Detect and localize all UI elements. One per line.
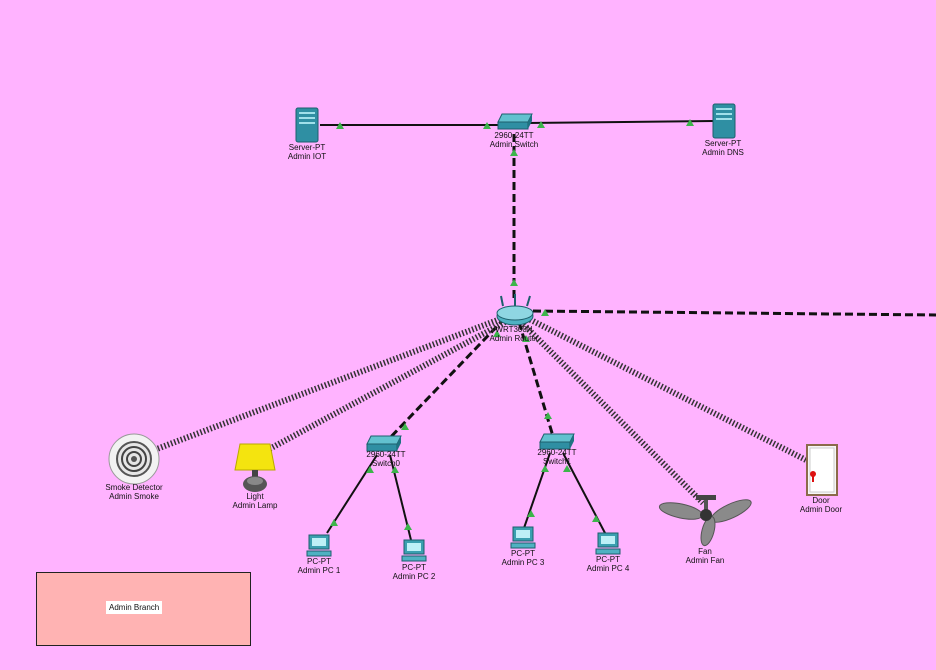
ceiling-fan-icon[interactable]: [658, 495, 754, 547]
device-model: WRT300N: [495, 325, 533, 334]
device-model: 2960-24TT: [366, 450, 406, 459]
device-name: Switch1: [542, 457, 572, 466]
device-name: Admin PC 2: [392, 572, 436, 581]
pc2-label: PC-PT Admin PC 2: [393, 563, 436, 581]
device-name: Admin Smoke: [109, 492, 159, 501]
device-model: Door: [812, 496, 830, 505]
device-model: PC-PT: [307, 557, 331, 566]
device-name: Admin Switch: [489, 140, 539, 149]
switch-icon[interactable]: [366, 435, 402, 452]
pc3-label: PC-PT Admin PC 3: [502, 549, 545, 567]
smoke-detector-icon[interactable]: [108, 433, 160, 485]
wireless-router-smoke: [152, 315, 505, 453]
device-name: Admin Lamp: [232, 501, 278, 510]
device-model: Server-PT: [704, 139, 742, 148]
admin-switch-label: 2960-24TT Admin Switch: [490, 131, 538, 149]
lamp-label: Light Admin Lamp: [233, 492, 278, 510]
pc4-label: PC-PT Admin PC 4: [587, 555, 630, 573]
device-model: Fan: [698, 547, 712, 556]
device-name: Admin IOT: [287, 152, 327, 161]
lamp-icon[interactable]: [234, 443, 276, 492]
wireless-router-lamp: [260, 319, 507, 456]
server-icon[interactable]: [295, 107, 319, 143]
device-model: PC-PT: [402, 563, 426, 572]
device-name: Admin PC 1: [297, 566, 341, 575]
link-adminswitch-dns[interactable]: [526, 120, 714, 124]
note-label[interactable]: Admin Branch: [106, 601, 163, 614]
door-icon[interactable]: [806, 444, 838, 496]
switch-icon[interactable]: [497, 113, 533, 130]
door-label: Door Admin Door: [800, 496, 842, 514]
link-router-remote[interactable]: [532, 309, 936, 317]
pc-icon[interactable]: [510, 526, 536, 549]
device-model: 2960-24TT: [494, 131, 534, 140]
server-icon[interactable]: [712, 103, 736, 139]
device-name: Admin Fan: [685, 556, 725, 565]
smoke-label: Smoke Detector Admin Smoke: [105, 483, 162, 501]
device-name: Admin PC 3: [501, 558, 545, 567]
server-dns-label: Server-PT Admin DNS: [702, 139, 744, 157]
switch-icon[interactable]: [539, 433, 575, 450]
server-iot-label: Server-PT Admin IOT: [288, 143, 326, 161]
device-model: PC-PT: [511, 549, 535, 558]
fan-label: Fan Admin Fan: [686, 547, 725, 565]
pc-icon[interactable]: [595, 532, 621, 555]
device-model: Smoke Detector: [105, 483, 163, 492]
switch0-label: 2960-24TT Switch0: [366, 450, 405, 468]
device-name: Admin PC 4: [586, 564, 630, 573]
pc-icon[interactable]: [401, 539, 427, 562]
admin-router-label: WRT300N Admin Router: [490, 325, 539, 343]
device-name: Switch0: [371, 459, 401, 468]
device-name: Admin DNS: [702, 148, 744, 157]
switch1-label: 2960-24TT Switch1: [537, 448, 576, 466]
pc1-label: PC-PT Admin PC 1: [298, 557, 341, 575]
wireless-router-fan: [518, 319, 706, 506]
link-switch0-pc1[interactable]: [326, 454, 378, 534]
link-router-switch1[interactable]: [517, 321, 557, 444]
link-router-switch0[interactable]: [383, 316, 507, 445]
device-model: Server-PT: [288, 143, 326, 152]
device-name: Admin Door: [799, 505, 843, 514]
wireless-router-icon[interactable]: [496, 294, 534, 326]
device-model: 2960-24TT: [537, 448, 577, 457]
link-up-indicators: [330, 119, 694, 530]
pc-icon[interactable]: [306, 534, 332, 557]
device-name: Admin Router: [489, 334, 539, 343]
device-model: PC-PT: [596, 555, 620, 564]
device-model: Light: [246, 492, 264, 501]
